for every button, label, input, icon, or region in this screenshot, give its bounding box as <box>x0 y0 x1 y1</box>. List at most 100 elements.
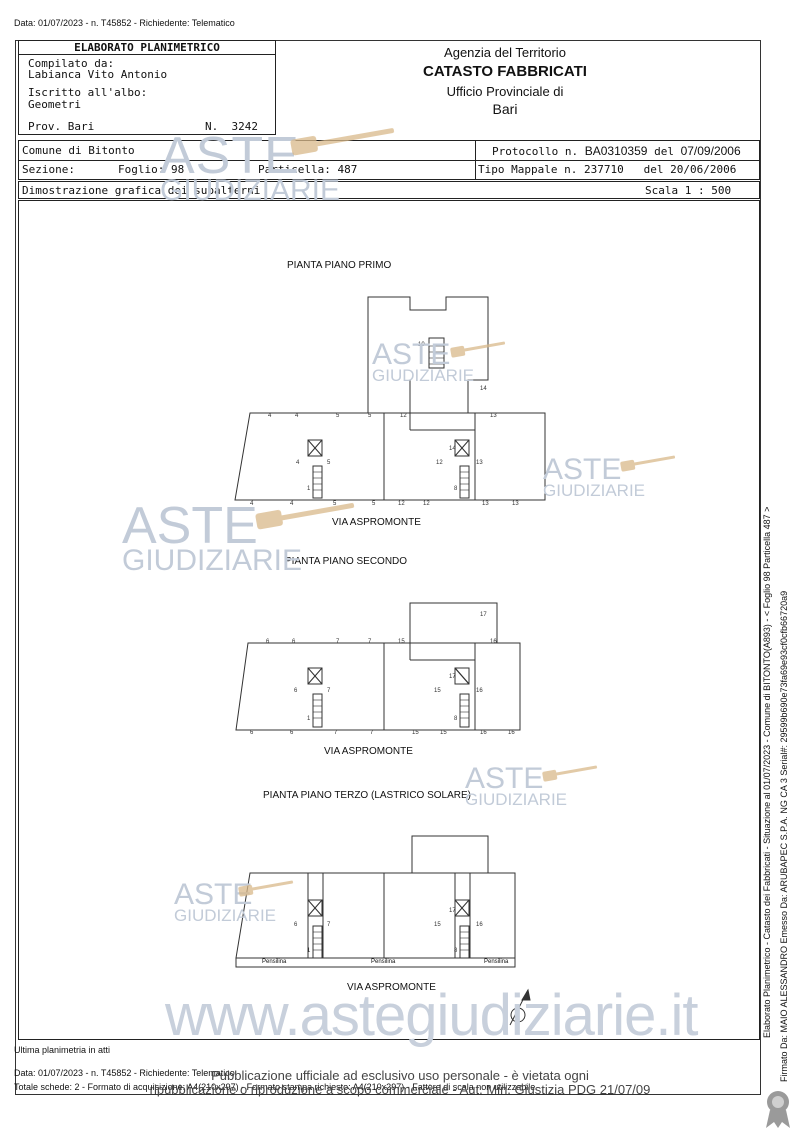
subalterno-label: 4 <box>268 413 272 419</box>
subalterno-label: 15 <box>434 922 441 928</box>
ufficio-label: Ufficio Provinciale di <box>446 84 564 99</box>
compilato-label: Compilato da: <box>28 57 115 70</box>
subalterno-label: 5 <box>368 413 372 419</box>
iscritto-label: Iscritto all'albo: <box>28 86 148 99</box>
tipo-mappale: Tipo Mappale n. 237710 del 20/06/2006 <box>478 163 737 176</box>
subalterno-label: 4 <box>295 413 299 419</box>
particella: Particella: 487 <box>258 163 358 176</box>
top-header: Data: 01/07/2023 - n. T45852 - Richieden… <box>14 18 235 28</box>
catasto-title: CATASTO FABBRICATI <box>423 63 587 80</box>
subalterno-label: 4 <box>296 460 300 466</box>
subalterno-label: 16 <box>508 730 515 736</box>
ufficio-city: Bari <box>492 101 518 117</box>
subalterno-label: 17 <box>480 612 487 618</box>
gavel-icon <box>290 128 395 156</box>
watermark-aste-3: ASTE GIUDIZIARIE <box>543 453 646 500</box>
page-frame <box>15 40 761 1095</box>
dimostrazione-row <box>18 181 760 199</box>
subalterno-label: 5 <box>327 460 331 466</box>
watermark-aste-6: ASTE GIUDIZIARIE <box>174 878 277 925</box>
pensilina-label-2: Pensilina <box>371 959 396 965</box>
subalterno-label: 5 <box>336 413 340 419</box>
scala-label: Scala 1 : 500 <box>645 184 732 197</box>
prov-label: Prov. Bari <box>28 120 95 133</box>
subalterno-label: 1 <box>307 486 311 492</box>
subalterno-label: 16 <box>476 922 483 928</box>
subalterno-label: 6 <box>292 639 296 645</box>
subalterno-label: 7 <box>334 730 338 736</box>
subalterno-label: 5 <box>372 501 376 507</box>
subalterno-label: 15 <box>412 730 419 736</box>
subalterno-label: 15 <box>434 688 441 694</box>
watermark-aste-4: ASTE GIUDIZIARIE <box>122 497 303 577</box>
subalterno-label: 17 <box>449 908 456 914</box>
subalterno-label: 12 <box>436 460 443 466</box>
pensilina-label-1: Pensilina <box>262 959 287 965</box>
dimostrazione-label: Dimostrazione grafica dei subalterni <box>22 184 261 197</box>
subalterno-label: 6 <box>266 639 270 645</box>
subalterno-label: 13 <box>476 460 483 466</box>
subalterno-label: 8 <box>454 948 458 954</box>
subalterno-label: 16 <box>476 688 483 694</box>
subalterno-label: 6 <box>290 730 294 736</box>
street-label-secondo: VIA ASPROMONTE <box>324 746 413 757</box>
gavel-icon <box>620 455 676 472</box>
subalterno-label: 4 <box>250 501 254 507</box>
gavel-icon <box>255 503 355 530</box>
subalterno-label: 17 <box>449 674 456 680</box>
subalterno-label: 16 <box>490 639 497 645</box>
subalterno-label: 5 <box>333 501 337 507</box>
subalterno-label: 8 <box>454 716 458 722</box>
subalterno-label: 7 <box>368 639 372 645</box>
elaborato-box <box>18 40 276 135</box>
subalterno-label: 13 <box>490 413 497 419</box>
protocollo: Protocollo n. BA0310359 del 07/09/2006 <box>492 144 741 158</box>
subalterno-label: 14 <box>449 446 456 452</box>
plan-primo <box>234 296 546 501</box>
subalterno-label: 4 <box>290 501 294 507</box>
subalterno-label: 7 <box>327 688 331 694</box>
subalterno-label: 1 <box>307 948 311 954</box>
north-arrow-icon <box>509 988 531 1026</box>
watermark-site: www.astegiudiziarie.it <box>165 983 698 1048</box>
subalterno-label: 6 <box>294 922 298 928</box>
gavel-icon <box>542 765 598 782</box>
pensilina-label-3: Pensilina <box>484 959 509 965</box>
gavel-icon <box>238 880 294 897</box>
plan-terzo <box>235 835 516 968</box>
plan-title-terzo: PIANTA PIANO TERZO (LASTRICO SOLARE) <box>263 790 472 801</box>
elaborato-title: ELABORATO PLANIMETRICO <box>74 41 220 54</box>
subalterno-label: 13 <box>512 501 519 507</box>
subalterno-label: 16 <box>480 730 487 736</box>
ultima-planimetria: Ultima planimetria in atti <box>14 1045 111 1055</box>
agency-name: Agenzia del Territorio <box>444 45 566 60</box>
footer-line-2: Totale schede: 2 - Formato di acquisizio… <box>14 1082 536 1092</box>
plan-secondo <box>235 602 521 731</box>
gavel-icon <box>450 341 506 358</box>
subalterno-label: 12 <box>400 413 407 419</box>
street-label-primo: VIA ASPROMONTE <box>332 517 421 528</box>
subalterno-label: 13 <box>482 501 489 507</box>
watermark-aste-5: ASTE GIUDIZIARIE <box>465 762 568 809</box>
subalterno-label: 6 <box>294 688 298 694</box>
street-label-terzo: VIA ASPROMONTE <box>347 982 436 993</box>
subalterno-label: 7 <box>336 639 340 645</box>
notice: Pubblicazione ufficiale ad esclusivo uso… <box>149 1068 651 1097</box>
watermark-aste-2: ASTE GIUDIZIARIE <box>372 338 475 385</box>
plan-title-secondo: PIANTA PIANO SECONDO <box>285 556 408 567</box>
compilato-name: Labianca Vito Antonio <box>28 68 168 81</box>
comune: Comune di Bitonto <box>22 144 135 157</box>
drawing-area <box>18 200 760 1040</box>
subalterno-label: 7 <box>370 730 374 736</box>
foglio: Foglio: 98 <box>118 163 185 176</box>
iscritto-value: Geometri <box>28 98 81 111</box>
sezione-label: Sezione: <box>22 163 75 176</box>
subalterno-label: 15 <box>440 730 447 736</box>
subalterno-label: 12 <box>398 501 405 507</box>
subalterno-label: 8 <box>454 486 458 492</box>
subalterno-label: 7 <box>327 922 331 928</box>
subalterno-label: 10 <box>418 342 425 348</box>
